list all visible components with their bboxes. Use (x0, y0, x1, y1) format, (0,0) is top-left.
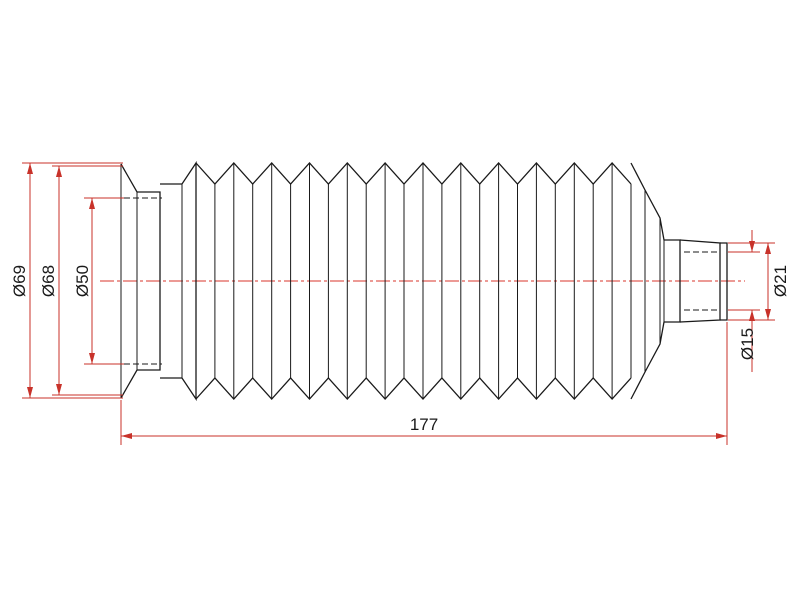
dimension-d69 (22, 162, 123, 399)
dimension-label-d68: Ø68 (39, 265, 58, 297)
dimension-length (120, 322, 728, 445)
dimension-d68 (52, 165, 123, 396)
dimension-label-d15: Ø15 (738, 328, 757, 360)
dimension-d21 (728, 242, 775, 321)
dimension-d50 (84, 197, 124, 365)
dimension-label-d69: Ø69 (10, 265, 29, 297)
dimension-label-length: 177 (410, 415, 438, 434)
dimension-d15 (728, 230, 760, 372)
dimension-label-d50: Ø50 (73, 265, 92, 297)
dimension-label-d21: Ø21 (771, 265, 790, 297)
bellows-convolutions (195, 162, 632, 400)
small-end-neck (630, 162, 728, 400)
